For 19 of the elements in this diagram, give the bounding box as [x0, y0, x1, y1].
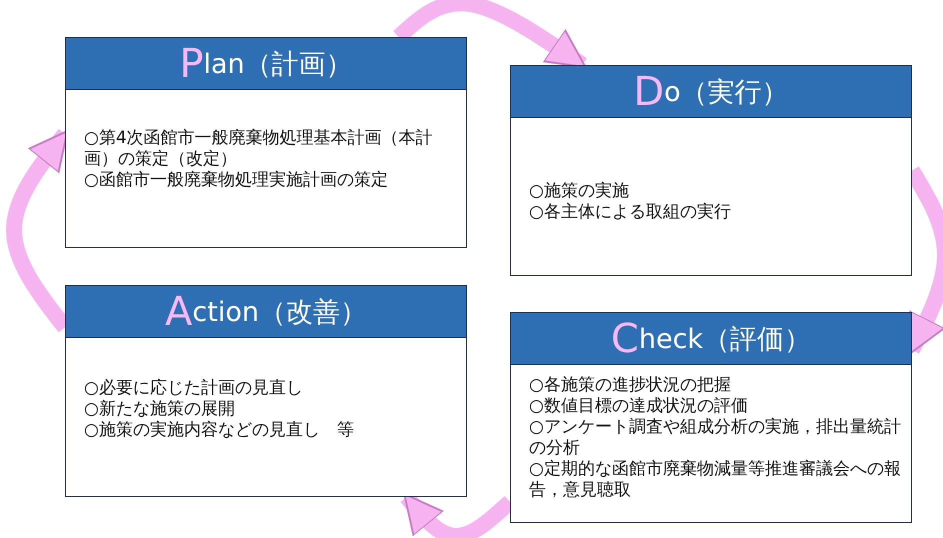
bullet-text: ○第4次函館市一般廃棄物処理基本計画（本計画）の策定（改定） [84, 128, 434, 170]
card-title: Plan（計画） [66, 38, 466, 90]
bullet-text: ○アンケート調査や組成分析の実施，排出量統計の分析 [529, 417, 902, 459]
pdca-card [65, 37, 467, 248]
card-title: Check（評価） [511, 313, 911, 365]
bullet-text: ○各主体による取組の実行 [529, 202, 732, 223]
pdca-card [510, 65, 912, 276]
bullet-text: ○施策の実施内容などの見直し 等 [84, 420, 355, 441]
card-title: Action（改善） [66, 286, 466, 338]
bullet-text: ○新たな施策の展開 [84, 399, 236, 420]
bullet-text: ○数値目標の達成状況の評価 [529, 396, 749, 417]
bullet-text: ○定期的な函館市廃棄物減量等推進審議会への報告，意見聴取 [529, 459, 902, 501]
bullet-text: ○必要に応じた計画の見直し [84, 378, 304, 399]
card-title: Do（実行） [511, 66, 911, 118]
bullet-text: ○各施策の進捗状況の把握 [529, 375, 732, 396]
pdca-card [65, 285, 467, 497]
bullet-text: ○函館市一般廃棄物処理実施計画の策定 [84, 170, 389, 191]
bullet-text: ○施策の実施 [529, 181, 630, 202]
pdca-card [510, 312, 912, 523]
